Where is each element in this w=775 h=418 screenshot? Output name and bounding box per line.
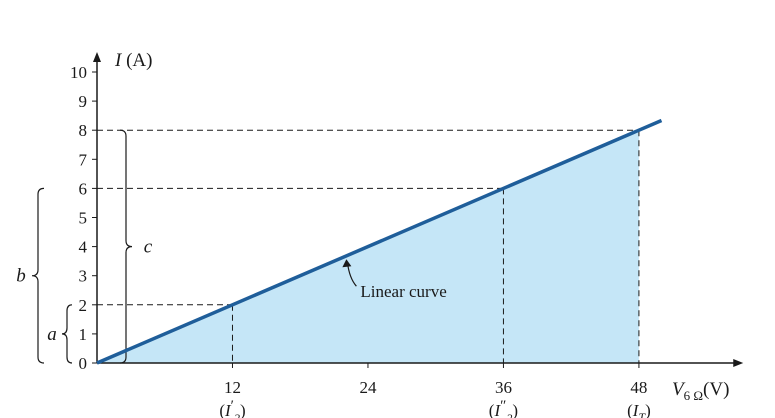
x-tick-label-24: 24 (359, 378, 377, 397)
y-tick-label-2: 2 (79, 296, 88, 315)
brace-layer: a b c (16, 129, 153, 364)
x-tick-label-12: 12 (224, 378, 241, 397)
brace-c (119, 129, 133, 364)
x-axis-title: V6 Ω(V) (672, 379, 729, 403)
x-tick-sublabel-0: (I′2) (219, 398, 245, 418)
x-tick-sublabel-1: (I″2) (489, 398, 518, 418)
axes-layer (93, 52, 744, 367)
brace-a (61, 304, 73, 364)
brace-label-c: c (144, 237, 153, 258)
annotation-label: Linear curve (360, 282, 446, 301)
brace-b (31, 187, 45, 364)
brace-label-b: b (16, 266, 26, 287)
guide-layer (97, 129, 640, 363)
y-tick-label-1: 1 (79, 325, 88, 344)
y-axis-arrow (93, 52, 101, 62)
y-axis-title: I (A) (114, 50, 152, 71)
y-tick-label-9: 9 (79, 92, 88, 111)
x-tick-sublabel-2: (IT) (627, 401, 651, 418)
x-tick-label-36: 36 (495, 378, 512, 397)
brace-label-a: a (47, 324, 57, 345)
y-tick-label-5: 5 (79, 209, 88, 228)
x-tick-label-48: 48 (630, 378, 647, 397)
annotation-layer: Linear curve (342, 259, 447, 301)
line-layer (96, 118, 663, 365)
y-tick-label-3: 3 (79, 267, 88, 286)
y-tick-label-6: 6 (79, 179, 88, 198)
y-tick-label-7: 7 (79, 150, 88, 169)
linear-curve (96, 118, 663, 365)
y-tick-label-0: 0 (79, 354, 88, 373)
annotation-arrowhead (342, 259, 352, 268)
x-axis-arrow (733, 359, 744, 367)
y-tick-label-10: 10 (70, 63, 87, 82)
y-tick-label-8: 8 (79, 121, 88, 140)
y-tick-label-4: 4 (79, 238, 88, 257)
